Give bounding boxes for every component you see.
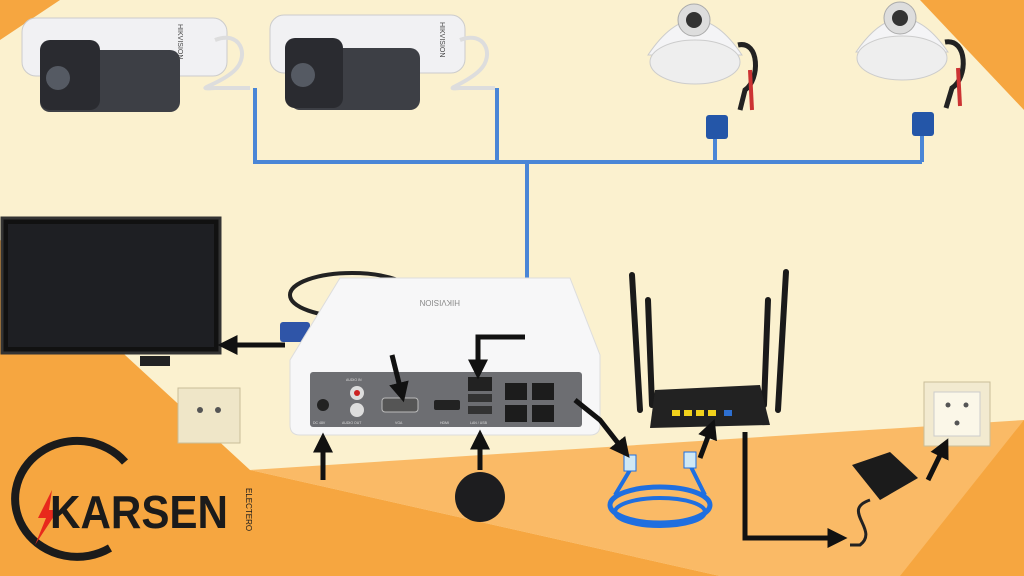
audio-in-label: AUDIO IN <box>346 378 362 382</box>
hdmi-label: HDMI <box>440 421 449 425</box>
dome-camera-1 <box>647 3 758 139</box>
power-adapter <box>850 452 918 547</box>
vga-label: VGA <box>395 421 403 425</box>
tv-monitor <box>0 216 222 366</box>
nvr-brand-label: HIKVISION <box>419 298 460 307</box>
lan-port <box>468 377 492 391</box>
camera-brand-label: HIKVISION <box>176 24 183 59</box>
bullet-camera-2: HIKVISION <box>269 14 495 110</box>
camera-brand-label: HIKVISION <box>438 22 445 57</box>
power-port <box>317 399 329 411</box>
orange-corner-top-right <box>920 0 1024 110</box>
usb-mouse <box>455 472 505 522</box>
hdmi-port <box>434 400 460 410</box>
wall-outlet-right <box>923 381 991 447</box>
power-label: DC 48V <box>313 421 326 425</box>
ethernet-cable <box>607 451 713 528</box>
bullet-camera-1: HIKVISION <box>21 17 250 112</box>
brand-name: KARSEN <box>50 486 228 538</box>
dome-camera-2 <box>855 1 966 136</box>
vga-port <box>381 397 419 413</box>
lightning-icon <box>35 490 58 545</box>
wall-outlet-left <box>177 387 241 444</box>
lan-usb-label: LAN / USB <box>470 421 488 425</box>
nvr-recorder: HIKVISION DC 48V AUDIO IN AUDIO OUT VGA … <box>289 277 601 436</box>
karsen-logo: KARSEN ELECTERO <box>11 436 253 561</box>
4g-router <box>629 269 789 428</box>
connection-arrows <box>217 334 949 548</box>
orange-band-bottom <box>0 470 720 576</box>
brand-subtitle: ELECTERO <box>244 488 253 531</box>
orange-corner-bottom-right <box>900 300 1024 576</box>
audio-out-label: AUDIO OUT <box>342 421 362 425</box>
